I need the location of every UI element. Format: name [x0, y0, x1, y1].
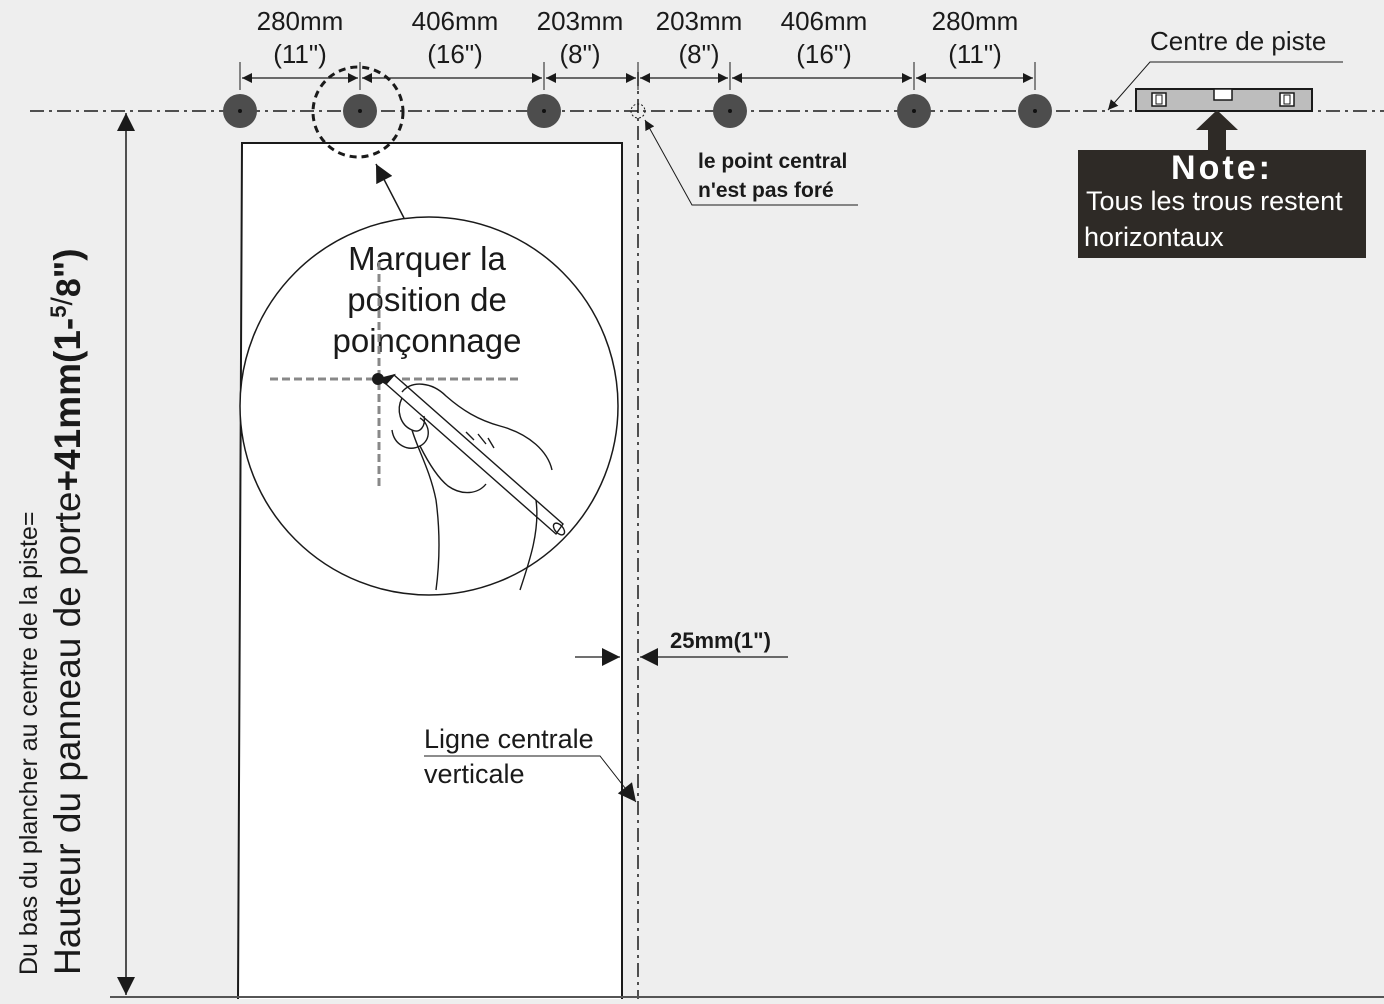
- center-point-label-1: le point central: [698, 150, 847, 173]
- height-formula-end: "): [47, 248, 88, 278]
- dim-inch: (16"): [796, 39, 851, 69]
- height-formula-bold: +41mm(1-: [47, 318, 88, 492]
- height-formula-frac-slash: /: [46, 297, 79, 306]
- dim-mm: 203mm: [656, 6, 743, 36]
- height-formula: Du bas du plancher au centre de la piste…: [15, 248, 88, 975]
- vertical-line-label-2: verticale: [424, 759, 525, 789]
- mark-label-1: Marquer la: [348, 240, 506, 277]
- height-formula-text: Hauteur du panneau de porte: [47, 492, 88, 975]
- note-box: Note: Tous les trous restent horizontaux: [1078, 150, 1366, 258]
- spirit-level-icon: [1135, 88, 1313, 112]
- dim-inch: (16"): [427, 39, 482, 69]
- height-formula-line2: Hauteur du panneau de porte+41mm(1-5/8"): [46, 248, 88, 975]
- highlight-circle: [311, 65, 405, 159]
- dim-inch: (8"): [559, 39, 600, 69]
- height-formula-frac-den: 8: [50, 278, 88, 297]
- dim-inch: (11"): [273, 39, 327, 69]
- dim-mm: 203mm: [537, 6, 624, 36]
- dim-mm: 280mm: [932, 6, 1019, 36]
- hole: [527, 94, 561, 128]
- offset-label: 25mm(1"): [670, 628, 771, 653]
- hole: [713, 94, 747, 128]
- note-title: Note:: [1171, 149, 1273, 187]
- note-line-2: horizontaux: [1084, 222, 1224, 252]
- hole: [343, 94, 377, 128]
- dim-inch: (11"): [948, 39, 1002, 69]
- dim-mm: 406mm: [412, 6, 499, 36]
- center-point-leader: [644, 119, 858, 206]
- track-center-leader: [1107, 61, 1343, 111]
- mounting-holes: [223, 94, 1052, 128]
- height-formula-line1: Du bas du plancher au centre de la piste…: [15, 511, 43, 975]
- hole: [223, 94, 257, 128]
- hole: [1018, 94, 1052, 128]
- hand-pencil-icon: [376, 373, 566, 591]
- mark-label-3: poinçonnage: [332, 322, 521, 359]
- dimension-labels: 280mm (11") 406mm (16") 203mm (8") 203mm…: [257, 6, 1019, 69]
- dim-mm: 280mm: [257, 6, 344, 36]
- hole: [897, 94, 931, 128]
- center-point-undrilled: [630, 103, 646, 119]
- mark-label-2: position de: [347, 281, 507, 318]
- vertical-line-leader: [424, 755, 637, 803]
- dimension-ticks: [239, 62, 1036, 90]
- center-point-label-2: n'est pas foré: [698, 179, 834, 202]
- note-line-1: Tous les trous restent: [1086, 186, 1343, 216]
- vertical-line-label-1: Ligne centrale: [424, 724, 594, 754]
- height-formula-frac-num: 5: [46, 306, 71, 318]
- dim-mm: 406mm: [781, 6, 868, 36]
- note-pointer-arrow: [1196, 110, 1238, 152]
- track-center-label: Centre de piste: [1150, 26, 1326, 56]
- dim-inch: (8"): [678, 39, 719, 69]
- magnifier-leader: [375, 163, 405, 219]
